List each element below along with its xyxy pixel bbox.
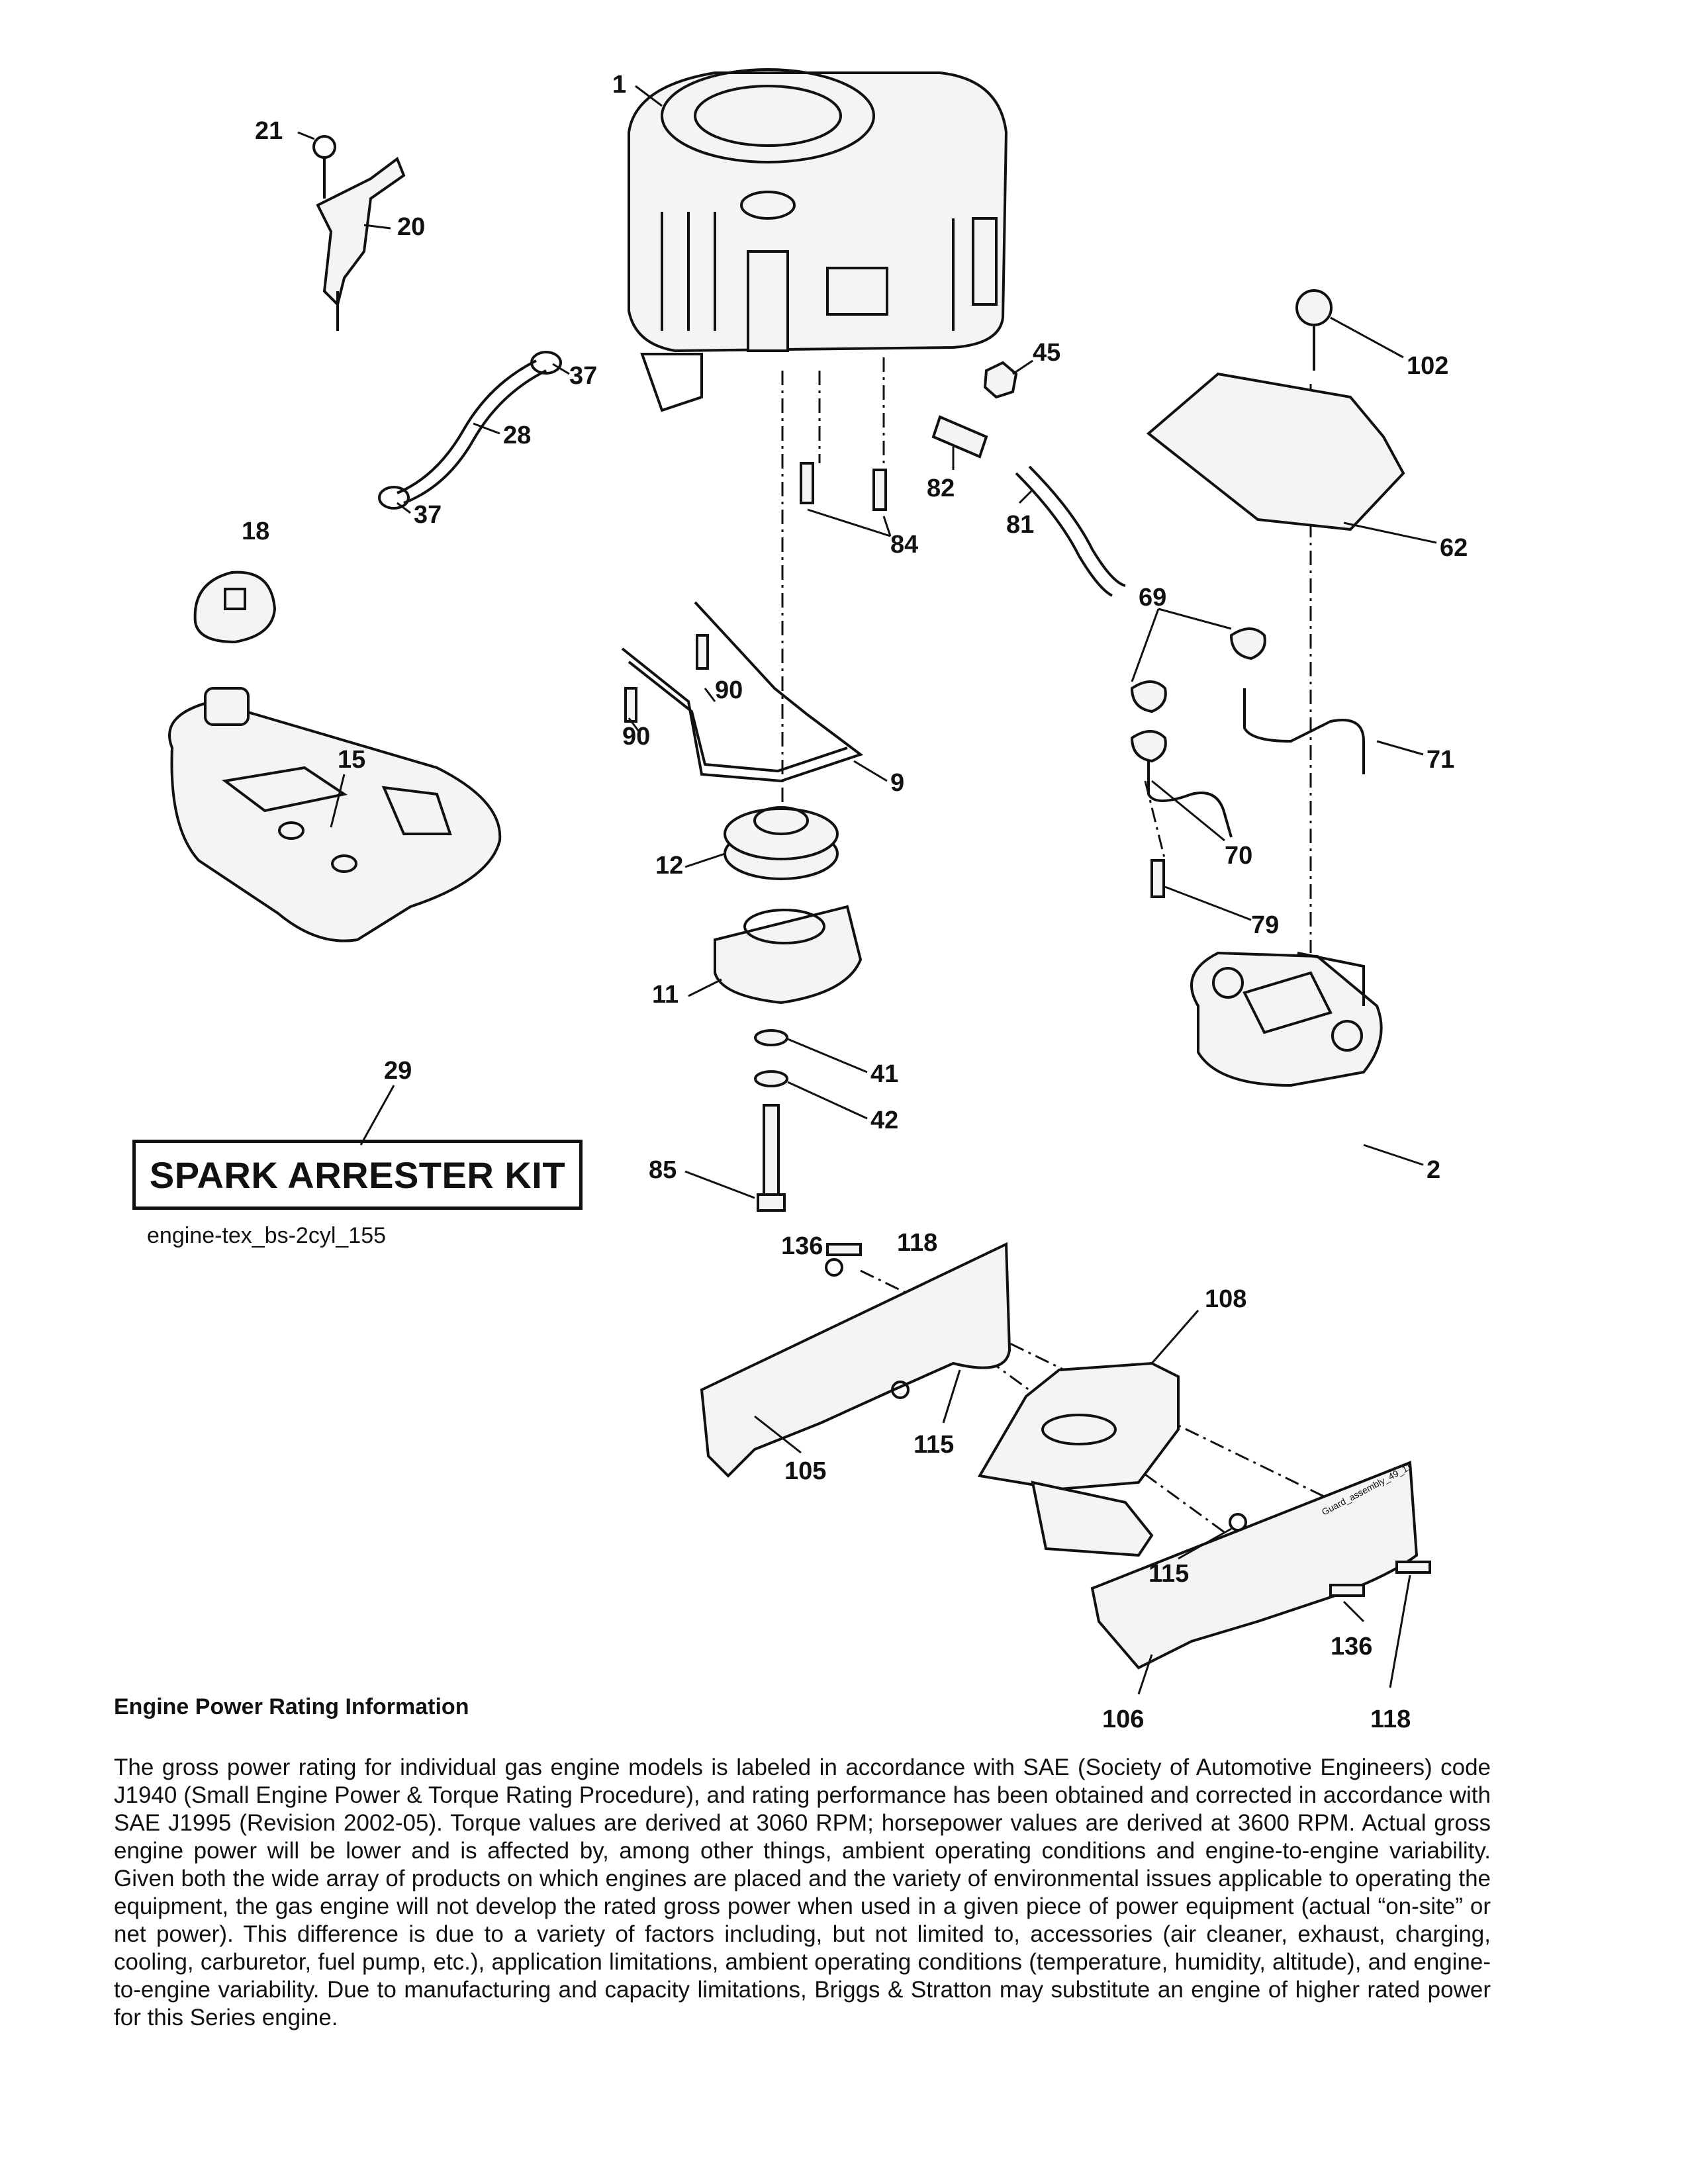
washer-bolt-part [754,1029,788,1212]
callout-label: 82 [927,475,955,502]
callout-label: 81 [1006,511,1034,539]
callout-label: 11 [652,981,679,1009]
callout-label: 20 [397,213,425,241]
callout-label: 106 [1102,1706,1144,1733]
fuel-line-part [378,351,562,510]
parts-diagram: 1 2 9 11 12 15 18 20 21 28 29 37 37 41 4… [168,68,1468,1733]
exhaust-pipes-part [1130,627,1365,838]
callout-label: 1 [612,71,626,99]
callout-label: 2 [1427,1156,1440,1184]
callout-label: 15 [338,746,365,774]
callout-label: 37 [569,362,597,390]
diagram-reference: engine-tex_bs-2cyl_155 [147,1223,387,1248]
throttle-bracket-part [312,135,406,331]
heat-shield-part [1146,289,1405,531]
fuel-cap-part [193,570,277,644]
callout-label: 12 [655,852,683,880]
spark-arrester-kit-label: SPARK ARRESTER KIT [149,1154,566,1196]
callout-label: 62 [1440,534,1468,562]
leader-lines [297,85,1437,1695]
fuel-valve-part [931,361,1126,597]
callout-label: 136 [1331,1633,1372,1661]
callout-label: 115 [914,1431,954,1459]
fuel-tank-part [168,687,502,942]
engine-bolts-part [800,462,887,511]
callout-label: 71 [1427,746,1454,774]
callout-label: 90 [715,676,743,704]
callout-label: 37 [414,501,442,529]
callout-label: 21 [255,117,283,145]
pulley-part [724,806,839,880]
callout-label: 45 [1033,339,1060,367]
bolt-79-part [1150,859,1165,898]
notes-body: The gross power rating for individual ga… [114,1754,1491,2030]
callout-label: 18 [242,518,269,545]
clutch-part [714,905,863,1005]
callout-label: 69 [1139,584,1166,612]
belt-guide-part [621,601,864,783]
callout-label: 105 [784,1457,826,1485]
callout-label: 84 [890,531,918,559]
callout-label: 28 [503,422,531,449]
callout-label: 90 [622,723,650,751]
callout-label: 79 [1251,911,1279,939]
callout-label: 42 [870,1107,898,1134]
muffler-part [1190,951,1383,1087]
guard-assembly-part [700,1242,1431,1670]
callout-label: 70 [1225,842,1252,870]
notes-title: Engine Power Rating Information [114,1694,469,1719]
callout-label: 85 [649,1156,677,1184]
callout-label: 115 [1149,1560,1189,1588]
callout-label: 136 [781,1232,823,1260]
callout-label: 41 [870,1060,898,1088]
engine-part [628,68,1008,412]
callout-label: 108 [1205,1285,1246,1313]
callout-label: 102 [1407,352,1448,380]
callout-label: 118 [897,1229,937,1257]
callout-label: 9 [890,769,904,797]
spark-arrester-kit-box: SPARK ARRESTER KIT [132,1140,583,1210]
callout-label: 29 [384,1057,412,1085]
callout-labels: 1 2 9 11 12 15 18 20 21 28 29 37 37 41 4… [242,71,1468,1733]
callout-label: 118 [1370,1706,1411,1733]
